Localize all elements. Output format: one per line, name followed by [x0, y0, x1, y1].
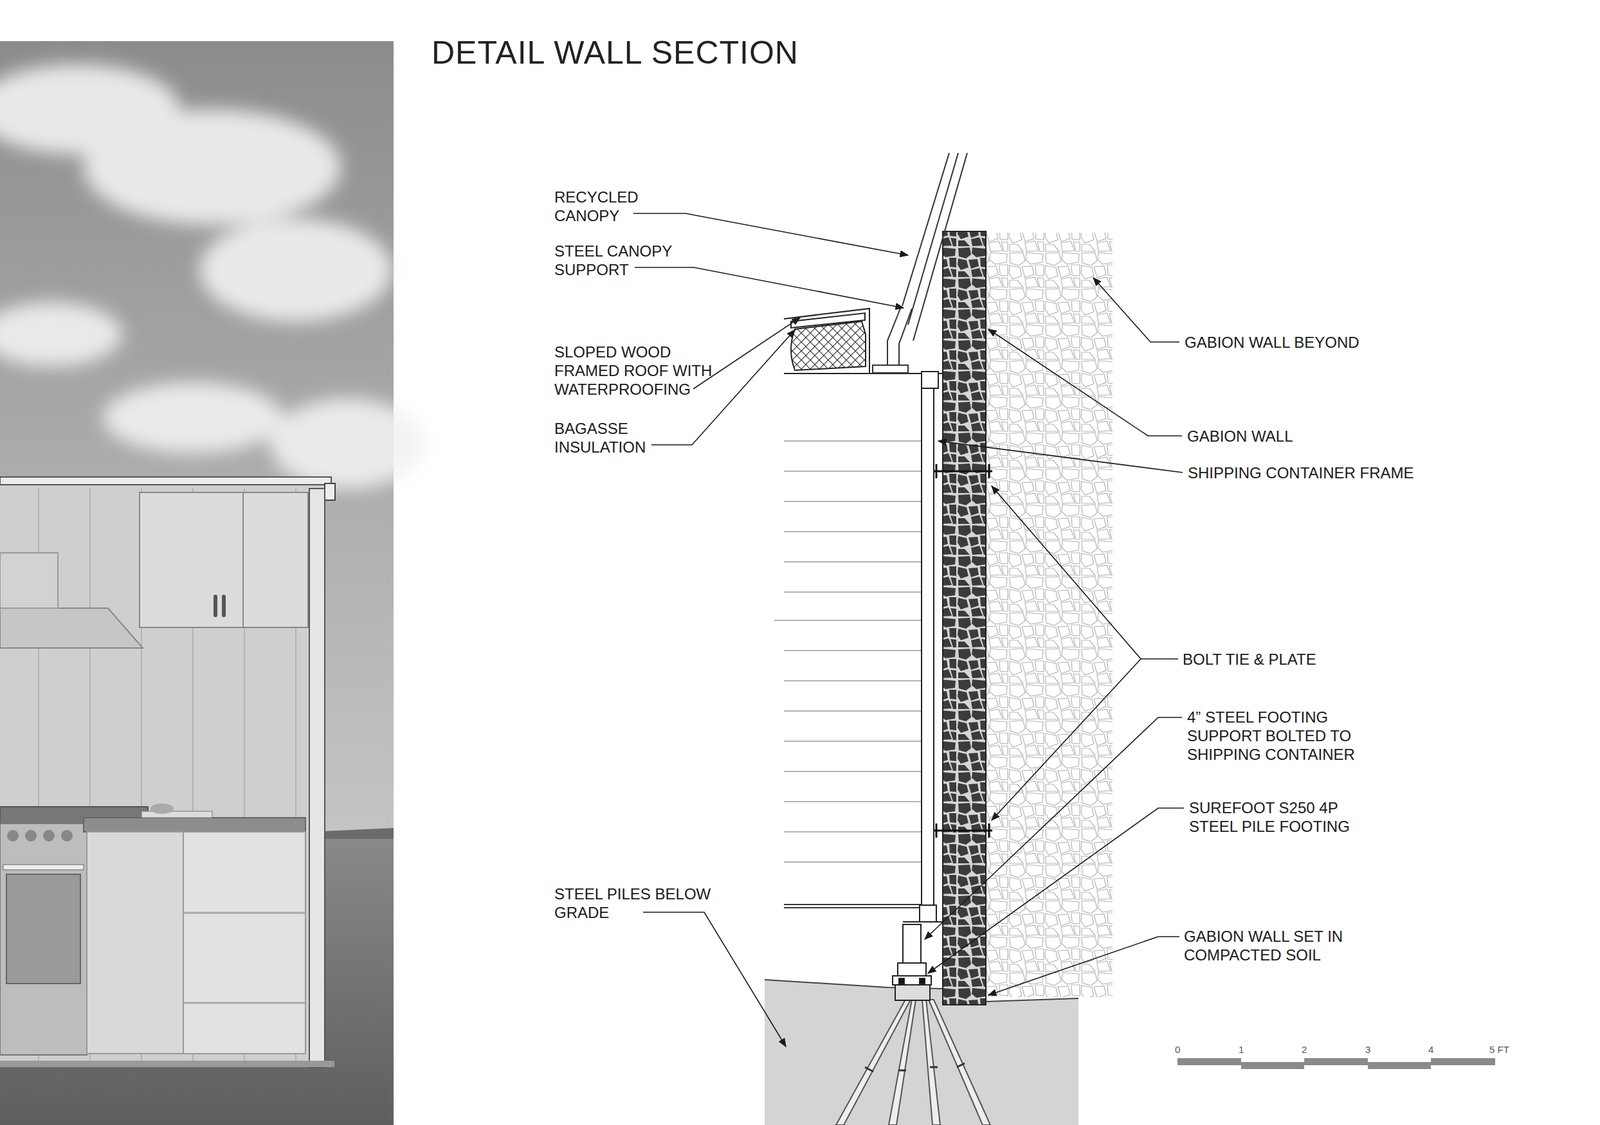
- scale-number: 5 FT: [1489, 1044, 1510, 1056]
- steel-piles: [836, 1000, 991, 1125]
- gabion-wall: [942, 231, 986, 1006]
- scale-number: 0: [1174, 1044, 1181, 1056]
- footing-support: [892, 924, 932, 1001]
- shipping-container: [774, 441, 922, 863]
- callout-label: SUREFOOT S250 4P STEEL PILE FOOTING: [1189, 798, 1362, 837]
- roof: [783, 308, 870, 374]
- callout-label: SHIPPING CONTAINER FRAME: [1187, 463, 1415, 483]
- callout-label: RECYCLED CANOPY: [554, 187, 651, 226]
- callout-label: STEEL PILES BELOW GRADE: [554, 884, 723, 923]
- gabion-wall-beyond: [985, 232, 1113, 998]
- leader-lines: [633, 213, 1184, 1047]
- canopy: [872, 153, 968, 373]
- callout-label: SLOPED WOOD FRAMED ROOF WITH WATERPROOFI…: [554, 342, 723, 399]
- scale-bar: [1177, 1058, 1496, 1070]
- kitchen-rendering: [0, 41, 425, 1125]
- bolt-ties: [933, 464, 993, 838]
- scale-number: 2: [1301, 1044, 1307, 1056]
- callout-label: BAGASSE INSULATION: [554, 419, 665, 457]
- drawing-title: DETAIL WALL SECTION: [431, 33, 799, 73]
- callout-label: GABION WALL BEYOND: [1184, 333, 1360, 352]
- callout-label: 4” STEEL FOOTING SUPPORT BOLTED TO SHIPP…: [1187, 708, 1366, 764]
- ground: [764, 980, 1079, 1125]
- callout-label: GABION WALL: [1187, 427, 1293, 446]
- callout-label: STEEL CANOPY SUPPORT: [554, 241, 683, 280]
- callout-label: GABION WALL SET IN COMPACTED SOIL: [1183, 927, 1357, 965]
- scale-number: 1: [1238, 1044, 1244, 1056]
- callout-label: BOLT TIE & PLATE: [1182, 650, 1317, 669]
- scale-number: 4: [1428, 1044, 1434, 1056]
- scale-number: 3: [1365, 1044, 1371, 1056]
